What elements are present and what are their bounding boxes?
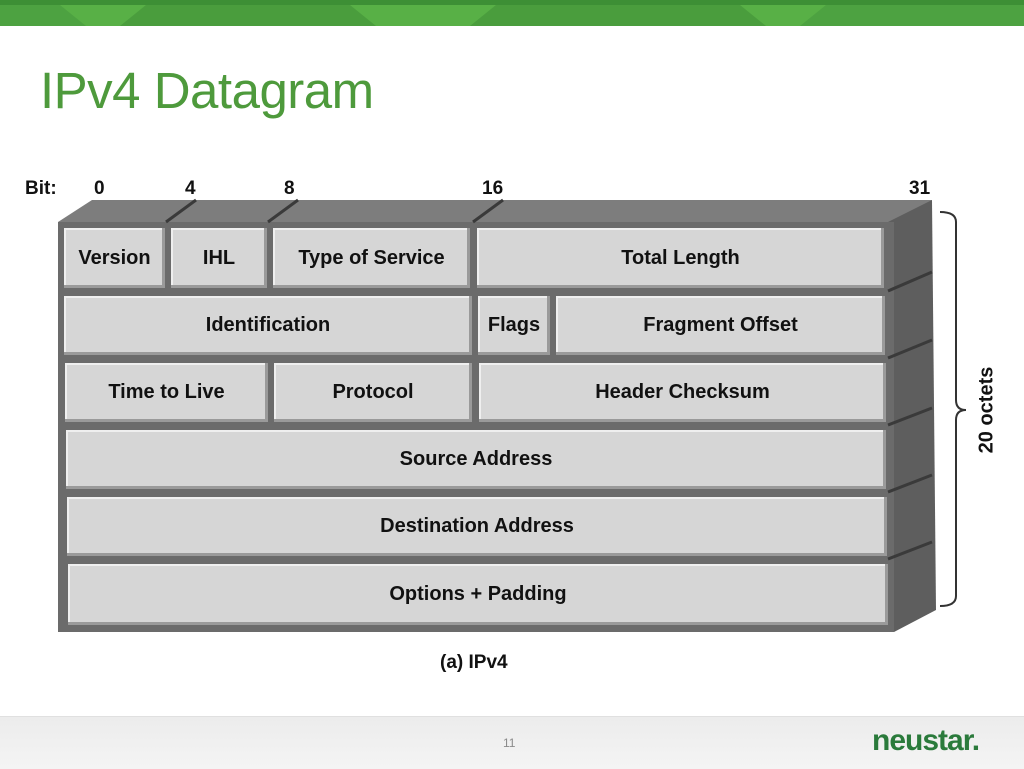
- bit-marker-16: 16: [482, 178, 504, 199]
- footer-bar: [0, 716, 1024, 769]
- field-protocol: Protocol: [274, 363, 472, 422]
- bit-marker-0: 0: [94, 178, 105, 199]
- field-type-of-service: Type of Service: [273, 228, 470, 288]
- top-banner: [0, 0, 1024, 26]
- banner-graphic: [0, 0, 1024, 26]
- neustar-logo: neustar.: [872, 724, 980, 757]
- page-number: 11: [503, 736, 516, 750]
- bit-marker-31: 31: [909, 178, 931, 199]
- figure-caption: (a) IPv4: [440, 652, 508, 673]
- field-ihl: IHL: [171, 228, 267, 288]
- field-total-length: Total Length: [477, 228, 884, 288]
- field-flags: Flags: [478, 296, 550, 355]
- field-source-address: Source Address: [66, 430, 886, 489]
- field-header-checksum: Header Checksum: [479, 363, 886, 422]
- field-version: Version: [64, 228, 165, 288]
- bit-marker-4: 4: [185, 178, 196, 199]
- field-options-padding: Options + Padding: [68, 564, 888, 625]
- field-fragment-offset: Fragment Offset: [556, 296, 885, 355]
- page-title: IPv4 Datagram: [40, 62, 374, 119]
- field-time-to-live: Time to Live: [65, 363, 268, 422]
- field-destination-address: Destination Address: [67, 497, 887, 556]
- bit-prefix-label: Bit:: [25, 178, 57, 199]
- octets-label: 20 octets: [975, 366, 998, 454]
- field-identification: Identification: [64, 296, 472, 355]
- bit-marker-8: 8: [284, 178, 295, 199]
